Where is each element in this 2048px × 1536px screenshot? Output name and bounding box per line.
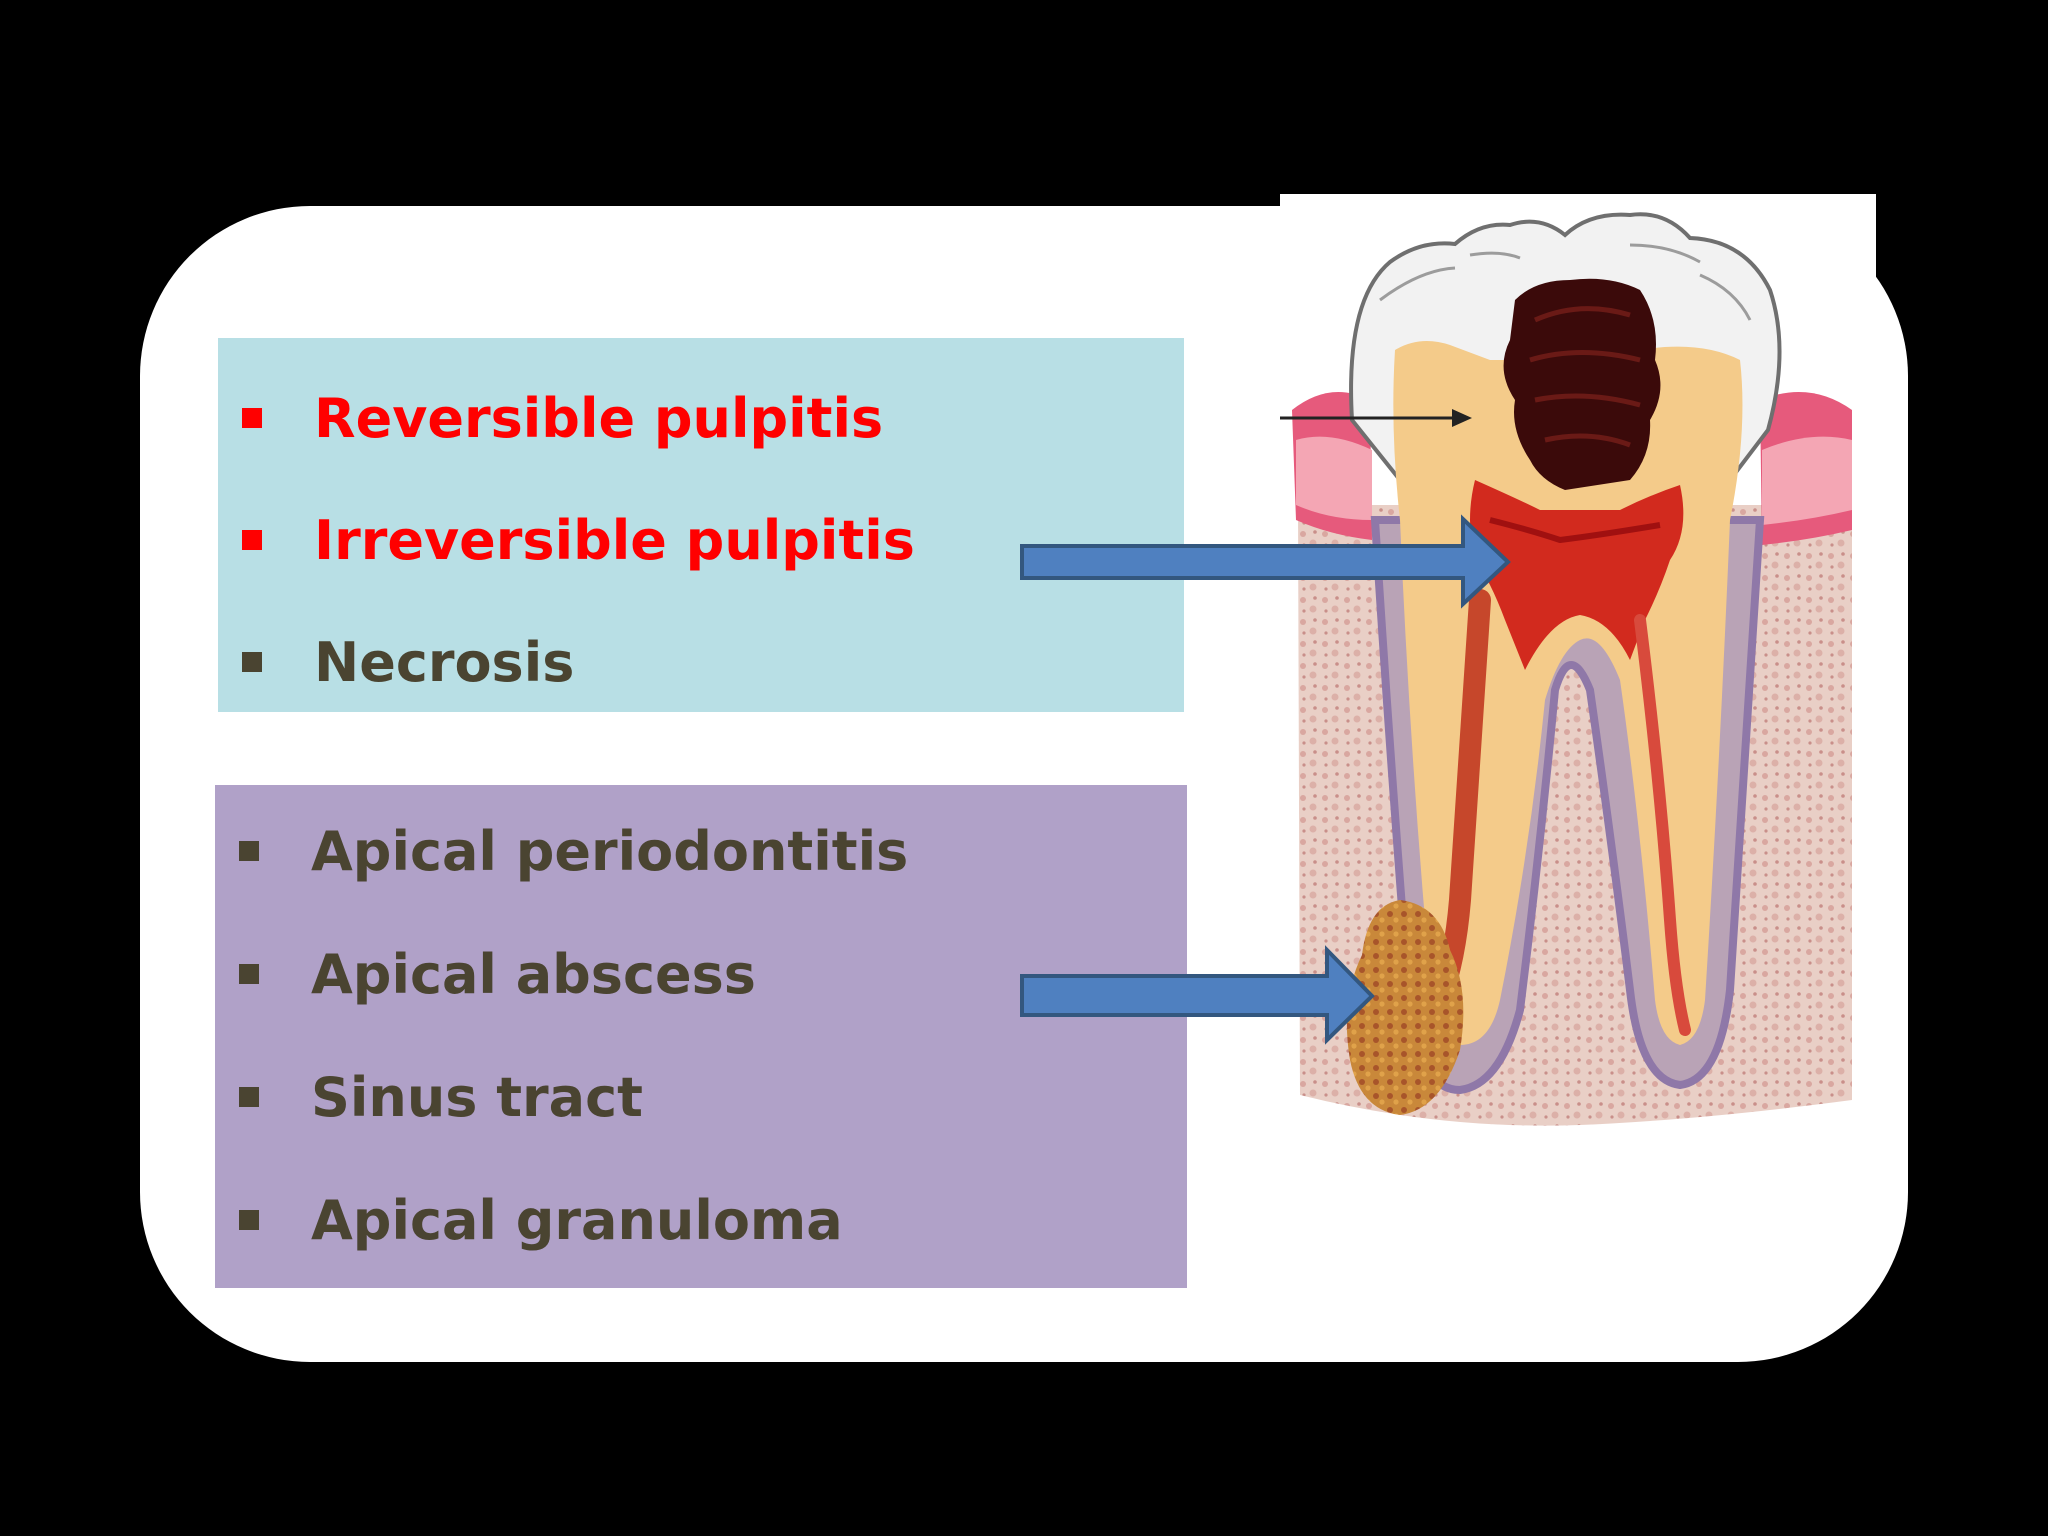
- caries-lesion: [1503, 278, 1661, 490]
- pulpal-conditions-list: Reversible pulpitis Irreversible pulpiti…: [218, 338, 1184, 712]
- arrow-to-periapex-icon: [1020, 945, 1375, 1045]
- bullet-square: [242, 652, 262, 672]
- condition-label: Apical periodontitis: [311, 819, 909, 883]
- bullet-square: [239, 841, 259, 861]
- condition-label: Necrosis: [314, 630, 575, 694]
- periapical-lesion: [1346, 900, 1464, 1115]
- condition-label: Reversible pulpitis: [314, 386, 884, 450]
- condition-label: Apical abscess: [311, 942, 756, 1006]
- root-canal-right: [1634, 614, 1691, 1036]
- bullet-square: [239, 1087, 259, 1107]
- tooth-icon: [1280, 212, 1852, 1126]
- bullet-square: [239, 1210, 259, 1230]
- periapical-conditions-list: Apical periodontitis Apical abscess Sinu…: [215, 785, 1187, 1288]
- condition-label: Apical granuloma: [311, 1188, 843, 1252]
- bullet-square: [239, 964, 259, 984]
- bullet-square: [242, 530, 262, 550]
- arrow-to-pulp-icon: [1020, 514, 1511, 609]
- bullet-square: [242, 408, 262, 428]
- condition-label: Sinus tract: [311, 1065, 643, 1129]
- condition-label: Irreversible pulpitis: [314, 508, 915, 572]
- caries-pointer-head: [1452, 409, 1472, 427]
